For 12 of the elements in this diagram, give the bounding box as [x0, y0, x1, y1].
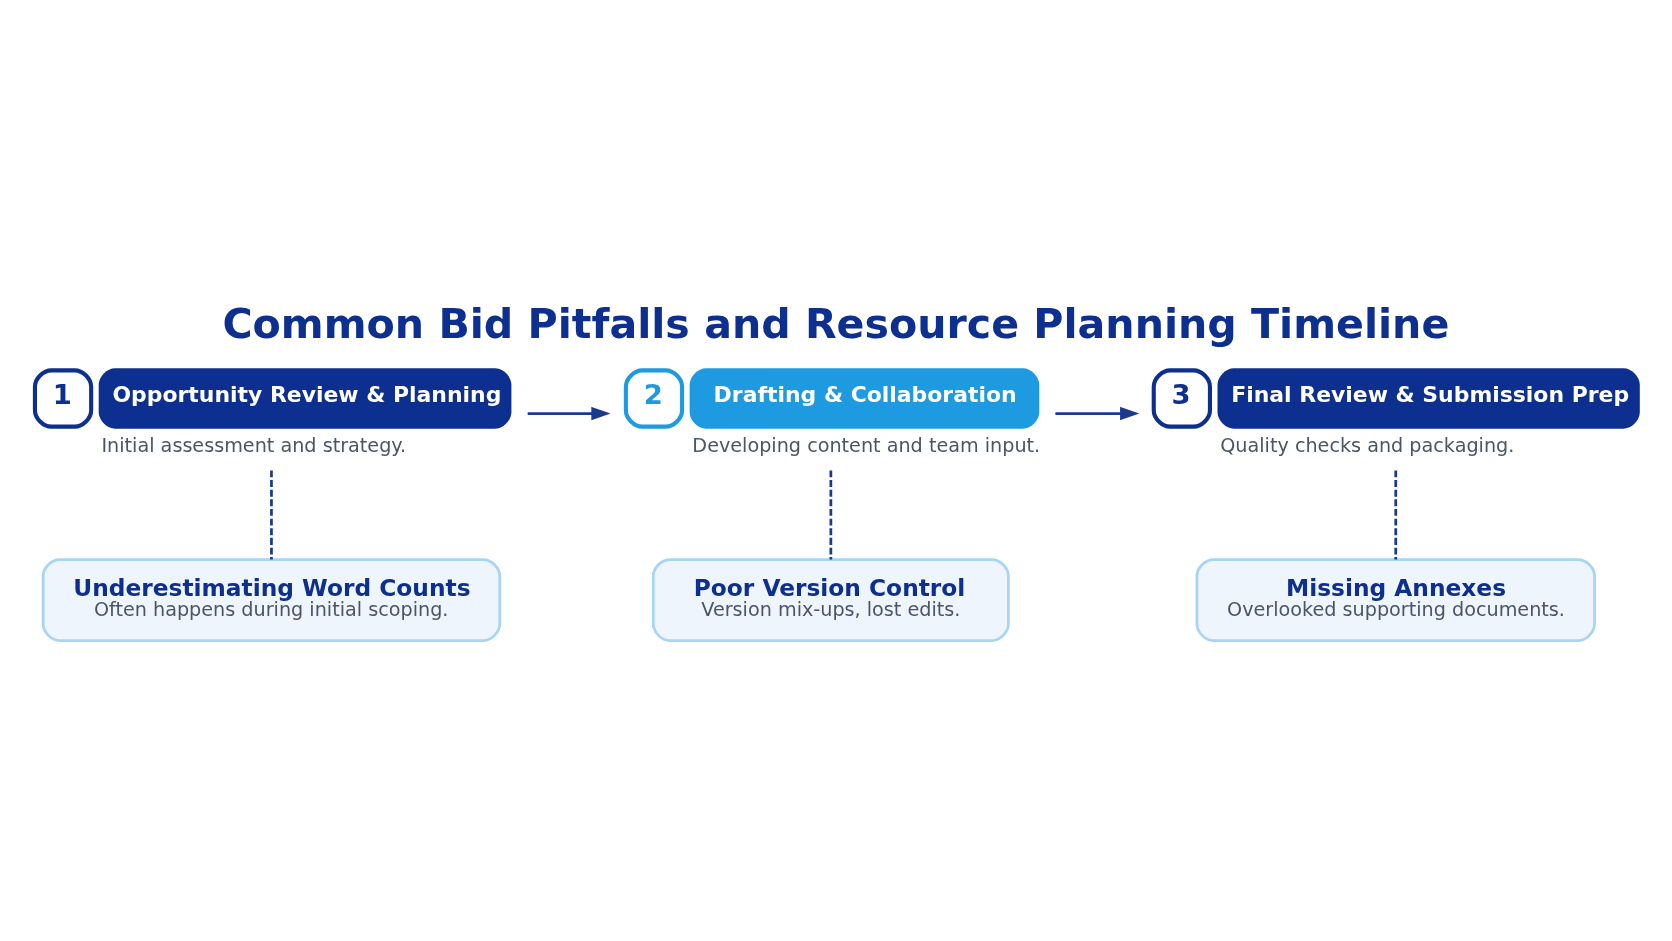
node-label: Initial assessment and strategy. — [101, 434, 407, 458]
connector — [829, 470, 833, 560]
node-label: Quality checks and packaging. — [1220, 434, 1515, 458]
diagram-title: Common Bid Pitfalls and Resource Planning Timeline — [222, 299, 1450, 348]
arrow — [1055, 406, 1140, 421]
node-box: Missing Annexes Overlooked supporting documents. — [1195, 558, 1596, 642]
connector — [270, 470, 273, 560]
node-box: Underestimating Word Counts Often happens during initial scoping. — [41, 558, 502, 642]
node-label: Developing content and team input. — [692, 434, 1041, 458]
arrow — [527, 406, 611, 421]
node-box: Poor Version Control Version mix-ups, lost edits. — [651, 558, 1010, 642]
connector — [1394, 470, 1398, 560]
